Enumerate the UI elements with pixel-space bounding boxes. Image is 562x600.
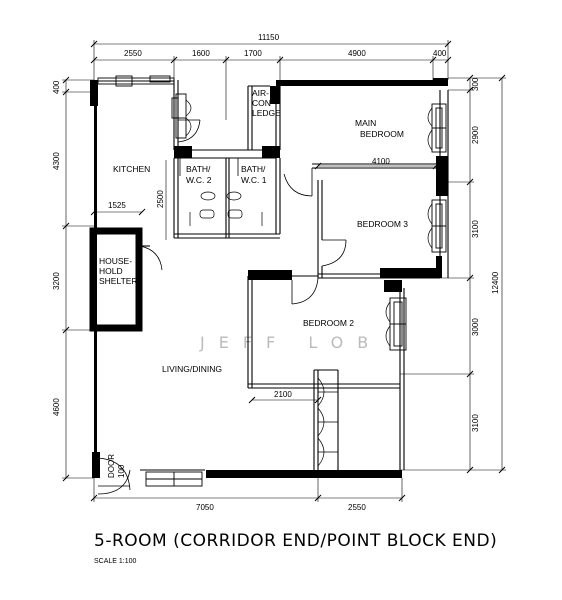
- dimension-text: 11150 2550 1600 1700 4900 400 400 4300 3…: [52, 33, 500, 512]
- dim-bath-height: 2500: [156, 190, 165, 208]
- dim-top-4: 4900: [348, 49, 366, 58]
- dim-bedroom3-width: 4100: [372, 157, 390, 166]
- dim-top-2: 1600: [192, 49, 210, 58]
- label-shelter-line2: HOLD: [99, 266, 123, 276]
- label-kitchen: KITCHEN: [113, 164, 150, 174]
- wardrobe: [317, 377, 338, 467]
- label-bath2-line1: BATH/: [186, 164, 211, 174]
- dim-top-1: 2550: [124, 49, 142, 58]
- dim-right-1: 2900: [471, 126, 480, 144]
- label-bath1-line1: BATH/: [241, 164, 266, 174]
- dim-left-1: 400: [52, 80, 61, 94]
- household-shelter: [89, 227, 143, 332]
- dim-top-3: 1700: [244, 49, 262, 58]
- dim-left-4: 4600: [52, 398, 61, 416]
- label-door-ref-line2: 100: [117, 464, 126, 478]
- label-bath2-line2: W.C. 2: [186, 175, 212, 185]
- label-main-bedroom-line2: BEDROOM: [360, 129, 404, 139]
- plan-scale: SCALE 1:100: [94, 558, 137, 565]
- label-main-bedroom-line1: MAIN: [355, 118, 376, 128]
- dim-right-3: 3000: [471, 318, 480, 336]
- windows: [97, 75, 447, 487]
- label-aircon-line3: LEDGE: [252, 108, 281, 118]
- bath-fixtures: [189, 191, 263, 226]
- dim-left-2: 4300: [52, 152, 61, 170]
- door-swings: [97, 119, 347, 495]
- dim-left-3: 3200: [52, 272, 61, 290]
- dim-total-width: 11150: [258, 33, 280, 42]
- label-bath1-line2: W.C. 1: [241, 175, 267, 185]
- label-shelter-line3: SHELTER: [99, 276, 138, 286]
- window-swings: [185, 99, 433, 347]
- dim-right-4: 3100: [471, 414, 480, 432]
- dimension-lines: [62, 40, 506, 502]
- dim-kitchen-width: 1525: [108, 201, 126, 210]
- dim-passage-width: 2100: [274, 390, 292, 399]
- dim-right-2: 3100: [471, 220, 480, 238]
- label-bedroom3: BEDROOM 3: [357, 219, 408, 229]
- dim-top-5: 400: [433, 49, 447, 58]
- dim-right-total: 12400: [491, 271, 500, 294]
- label-bedroom2: BEDROOM 2: [303, 318, 354, 328]
- label-aircon-line1: AIR-: [252, 88, 269, 98]
- label-shelter-line1: HOUSE-: [99, 256, 132, 266]
- label-door-ref-line1: DOOR: [107, 454, 116, 478]
- watermark: JEFF LOB: [199, 333, 382, 352]
- room-labels: KITCHEN BATH/ W.C. 2 BATH/ W.C. 1 AIR- C…: [99, 88, 408, 478]
- label-living-dining: LIVING/DINING: [162, 364, 222, 374]
- dim-bottom-2: 2550: [348, 503, 366, 512]
- dim-right-outer: 300: [471, 77, 480, 91]
- dim-bottom-1: 7050: [196, 503, 214, 512]
- plan-title: 5-ROOM (CORRIDOR END/POINT BLOCK END): [94, 531, 497, 551]
- label-aircon-line2: CON: [252, 98, 271, 108]
